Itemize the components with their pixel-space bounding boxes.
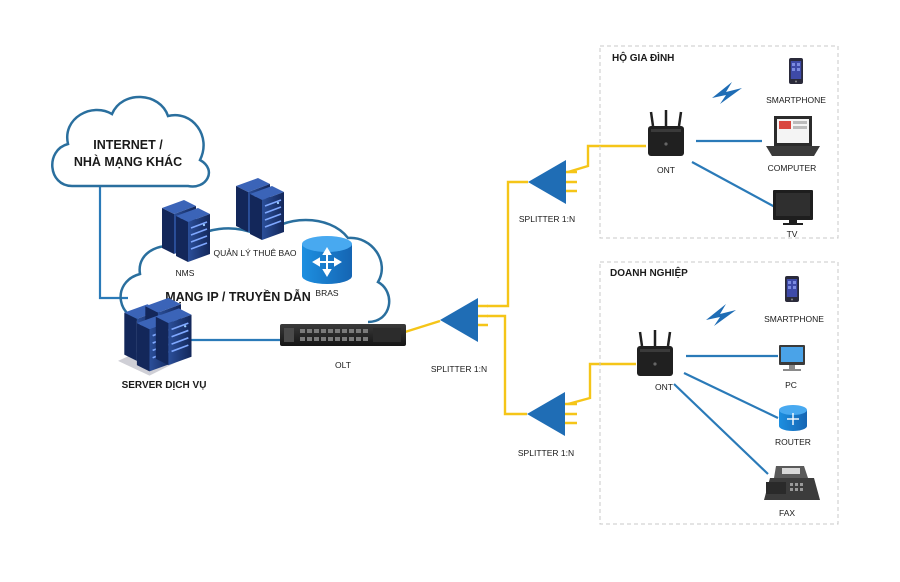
- ont-home: [646, 108, 686, 158]
- tv-icon: [773, 190, 813, 225]
- fiber-biz-splitter-outputs: [565, 402, 577, 425]
- router-database-icon: [302, 236, 352, 284]
- wired-links: [98, 139, 779, 475]
- biz-smartphone: [785, 276, 799, 302]
- fiber-olt-to-splitter: [404, 319, 441, 334]
- service-servers: SERVER DỊCH VỤ: [118, 297, 207, 391]
- wireless-bolt-icon: [706, 304, 736, 326]
- ont-router-icon: [635, 328, 675, 378]
- ont-business: [635, 328, 675, 378]
- link-internet-to-server: [98, 185, 128, 300]
- fax-machine-icon: [764, 466, 820, 500]
- splitter-business: SPLITTER 1:N: [518, 392, 574, 458]
- home-smartphone: [789, 58, 803, 84]
- internet-label-line1: INTERNET /: [93, 138, 163, 152]
- subscriber-management-server: QUẢN LÝ THUÊ BAO: [214, 177, 297, 258]
- household-title: HỘ GIA ĐÌNH: [612, 51, 674, 64]
- bras-label: BRAS: [315, 288, 338, 298]
- business-zone: DOANH NGHIỆP ONT SMARTPHONE PC: [599, 261, 839, 525]
- biz-router: [779, 405, 807, 431]
- splitter-home-label: SPLITTER 1:N: [519, 214, 575, 224]
- fiber-splitter-to-biz-splitter: [487, 314, 527, 416]
- link-ont-biz-fax: [673, 383, 769, 475]
- biz-pc-label: PC: [785, 380, 797, 390]
- olt-device: OLT: [280, 324, 406, 370]
- laptop-icon: [766, 116, 820, 156]
- internet-cloud: INTERNET / NHÀ MẠNG KHÁC: [51, 95, 211, 188]
- home-computer: [766, 116, 820, 156]
- service-server-label: SERVER DỊCH VỤ: [122, 380, 207, 391]
- bras-router: BRAS: [302, 236, 352, 298]
- home-tv-label: TV: [787, 229, 798, 239]
- biz-router-label: ROUTER: [775, 437, 811, 447]
- splitter-main-label: SPLITTER 1:N: [431, 364, 487, 374]
- ip-network-label: MẠNG IP / TRUYỀN DẪN: [165, 289, 311, 304]
- splitter-home: SPLITTER 1:N: [519, 160, 575, 224]
- smartphone-icon: [789, 58, 803, 84]
- olt-label: OLT: [335, 360, 351, 370]
- splitter-business-label: SPLITTER 1:N: [518, 448, 574, 458]
- link-ont-biz-router: [683, 372, 779, 419]
- server-icon: [118, 297, 193, 376]
- biz-fax: [764, 466, 820, 500]
- home-smartphone-label: SMARTPHONE: [766, 95, 826, 105]
- pc-monitor-icon: [779, 345, 805, 371]
- fiber-biz-splitter-to-ont: [567, 362, 636, 406]
- nms-server: NMS: [161, 199, 211, 278]
- fiber-home-splitter-outputs: [565, 170, 577, 193]
- ont-router-icon: [646, 108, 686, 158]
- fiber-main-splitter-outputs: [478, 304, 488, 327]
- smartphone-icon: [785, 276, 799, 302]
- household-frame: [599, 45, 839, 239]
- fiber-links: [404, 144, 646, 425]
- cloud-icon: [51, 95, 211, 188]
- wireless-bolt-icon: [712, 82, 742, 104]
- biz-fax-label: FAX: [779, 508, 795, 518]
- business-title: DOANH NGHIỆP: [610, 266, 688, 279]
- fiber-splitter-to-home-splitter: [487, 180, 528, 308]
- ont-home-label: ONT: [657, 165, 675, 175]
- splitter-icon: [528, 160, 566, 204]
- link-ont-home-tv: [691, 161, 776, 208]
- home-computer-label: COMPUTER: [768, 163, 817, 173]
- nms-label: NMS: [176, 268, 195, 278]
- ont-business-label: ONT: [655, 382, 673, 392]
- fiber-home-splitter-to-ont: [567, 144, 646, 174]
- business-frame: [599, 261, 839, 525]
- biz-smartphone-label: SMARTPHONE: [764, 314, 824, 324]
- router-database-icon: [779, 405, 807, 431]
- household-zone: HỘ GIA ĐÌNH ONT SMARTPHONE COMPUTER: [599, 45, 839, 239]
- server-icon: [161, 199, 211, 263]
- splitter-icon: [440, 298, 478, 342]
- home-tv: [773, 190, 813, 225]
- splitter-main: SPLITTER 1:N: [431, 298, 487, 374]
- internet-label-line2: NHÀ MẠNG KHÁC: [74, 154, 182, 169]
- subscriber-management-label: QUẢN LÝ THUÊ BAO: [214, 247, 297, 258]
- splitter-icon: [527, 392, 565, 436]
- biz-pc: [779, 345, 805, 371]
